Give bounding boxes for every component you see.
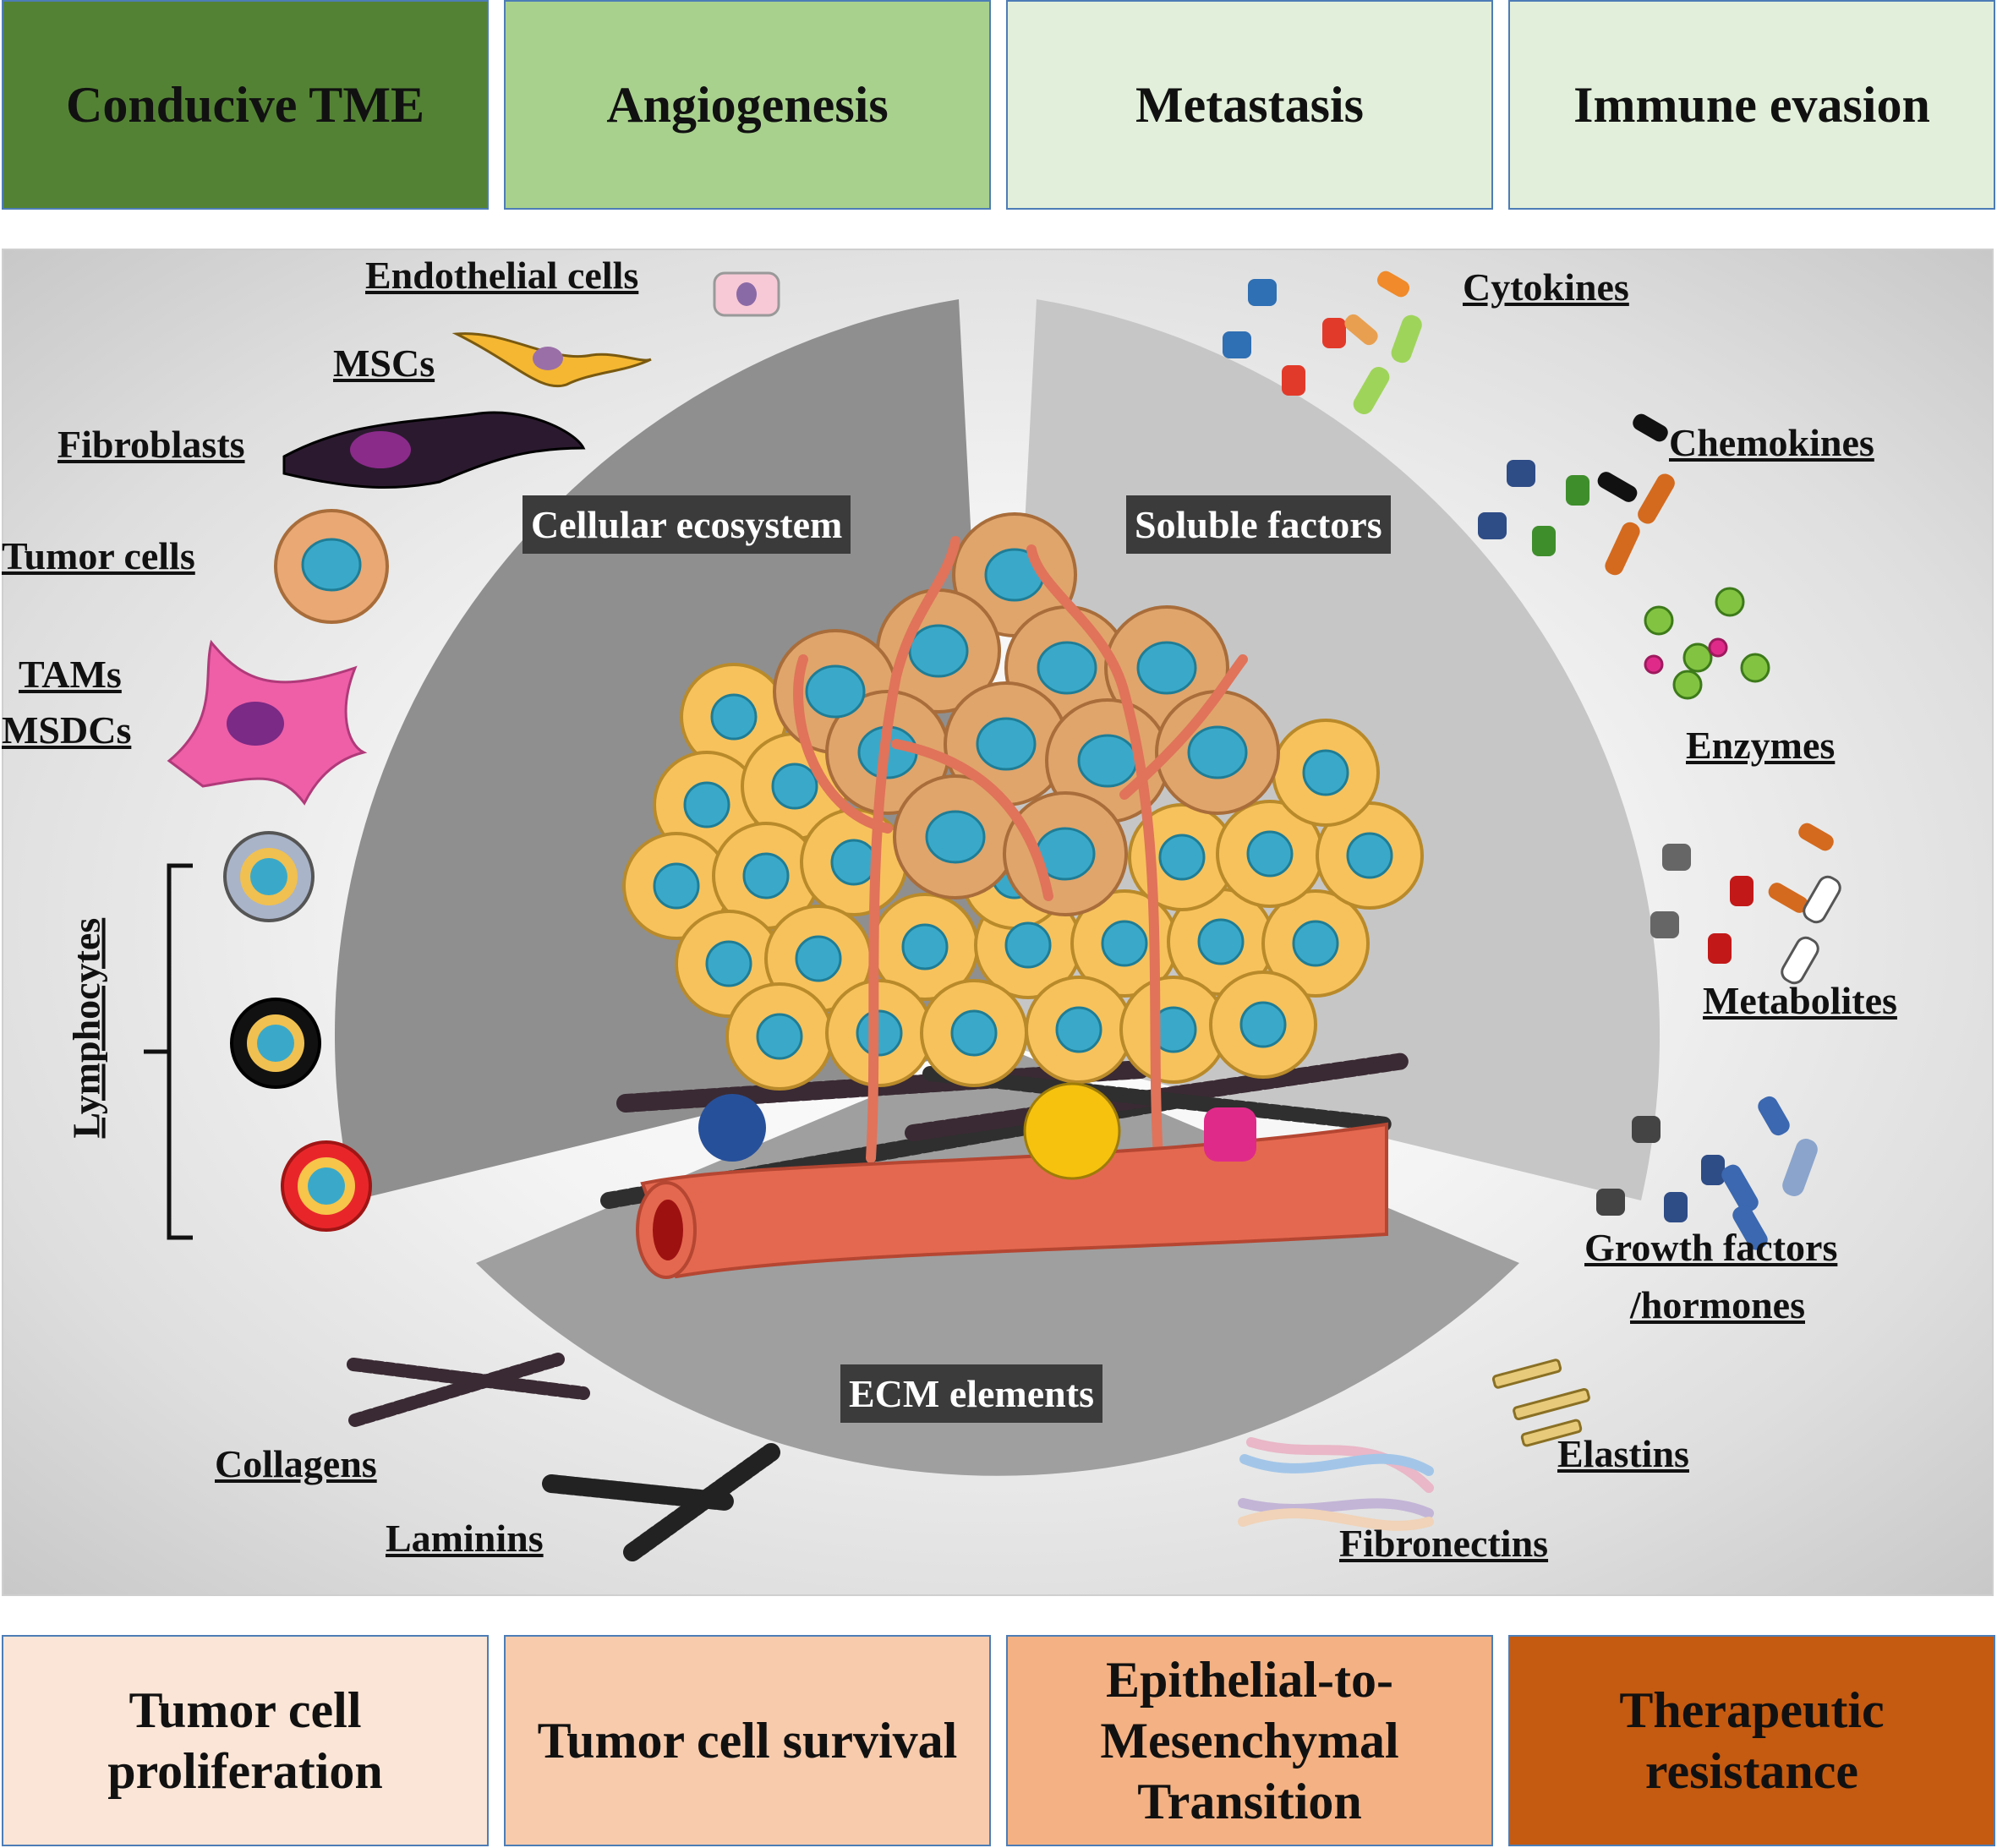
label-cytokines: Cytokines <box>1463 265 1629 309</box>
label-metabolites: Metabolites <box>1703 979 1897 1022</box>
top-box-metastasis: Metastasis <box>1006 0 1493 210</box>
growth-factor-particles <box>1596 1096 1818 1250</box>
label-growth-factors: Growth factors <box>1584 1226 1838 1269</box>
left-cell-icons <box>167 271 780 806</box>
lymphocyte-icons <box>144 831 372 1240</box>
label-endothelial-cells: Endothelial cells <box>365 254 639 297</box>
tumor-mass <box>622 512 1424 1163</box>
receptor-pink <box>1204 1107 1256 1162</box>
label-msdcs: MSDCs <box>2 708 132 752</box>
chemokine-particles <box>1478 413 1675 576</box>
label-mscs: MSCs <box>333 342 435 385</box>
section-label-soluble: Soluble factors <box>1126 495 1391 554</box>
label-hormones: /hormones <box>1630 1283 1805 1326</box>
sector-ecm <box>476 1044 1519 1476</box>
cytokine-particles <box>1223 271 1422 414</box>
label-fibroblasts: Fibroblasts <box>57 423 245 466</box>
label-fibronectins: Fibronectins <box>1339 1522 1549 1565</box>
bottom-box-survival: Tumor cell survival <box>504 1635 991 1846</box>
bottom-box-emt: Epithelial-to-Mesenchymal Transition <box>1006 1635 1493 1846</box>
receptor-blue <box>698 1094 766 1162</box>
label-tams: TAMs <box>19 653 122 696</box>
section-label-cellular: Cellular ecosystem <box>523 495 851 554</box>
top-box-immune-evasion: Immune evasion <box>1508 0 1995 210</box>
label-laminins: Laminins <box>386 1517 544 1560</box>
label-chemokines: Chemokines <box>1669 421 1874 464</box>
top-box-angiogenesis: Angiogenesis <box>504 0 991 210</box>
receptor-yellow <box>1023 1082 1121 1180</box>
label-elastins: Elastins <box>1557 1432 1689 1475</box>
label-collagens: Collagens <box>215 1442 377 1485</box>
ecm-icons <box>347 1353 1590 1561</box>
bottom-box-therapeutic-resistance: Therapeutic resistance <box>1508 1635 1995 1846</box>
enzyme-particles <box>1644 587 1770 700</box>
blood-vessel <box>636 1122 1388 1279</box>
section-label-ecm: ECM elements <box>840 1364 1102 1423</box>
label-tumor-cells: Tumor cells <box>2 534 195 577</box>
label-enzymes: Enzymes <box>1686 724 1836 767</box>
top-box-conducive-tme: Conducive TME <box>2 0 489 210</box>
bottom-box-proliferation: Tumor cell proliferation <box>2 1635 489 1846</box>
label-lymphocytes: Lymphocytes <box>64 917 108 1139</box>
metabolite-particles <box>1650 823 1841 985</box>
